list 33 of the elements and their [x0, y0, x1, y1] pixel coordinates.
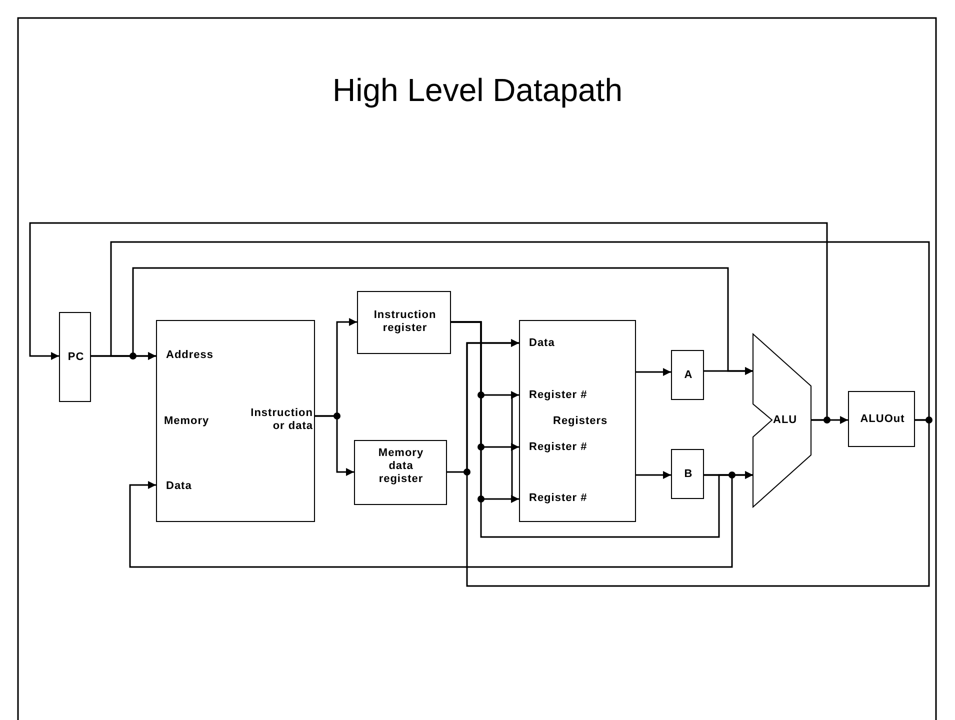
- register-name: ALUOut: [859, 413, 906, 426]
- register-box: [671, 449, 704, 499]
- title: High Level Datapath: [332, 72, 622, 109]
- arrow: [91, 267, 753, 375]
- register-name: PC: [66, 351, 86, 364]
- register-box: [848, 391, 915, 447]
- port-label: Data: [529, 337, 555, 350]
- register-name: Instruction register: [372, 309, 438, 335]
- register-box: [59, 312, 91, 402]
- register-name: B: [683, 468, 694, 481]
- port-label: Address: [166, 349, 214, 362]
- register-box: [354, 440, 447, 505]
- port-label: Data: [166, 480, 192, 493]
- block-label: Registers: [553, 415, 608, 428]
- arrow: [636, 368, 671, 376]
- port-label: Instruction or data: [250, 407, 313, 433]
- register-box: [357, 291, 451, 354]
- port-label: Register #: [529, 441, 588, 454]
- register-name: A: [683, 369, 694, 382]
- memory-block: [156, 320, 315, 522]
- arrow: [129, 474, 733, 568]
- arrow: [636, 471, 671, 479]
- alu-shape: [753, 334, 811, 507]
- block-label: Memory: [164, 415, 210, 428]
- register-file-block: [519, 320, 636, 522]
- arrow: [315, 415, 354, 476]
- arrow: [466, 339, 930, 587]
- register-box: [671, 350, 704, 400]
- port-label: Register #: [529, 389, 588, 402]
- unit-label: ALU: [773, 414, 798, 427]
- register-name: Memory data register: [377, 447, 425, 486]
- arrow: [29, 222, 828, 421]
- port-label: Register #: [529, 492, 588, 505]
